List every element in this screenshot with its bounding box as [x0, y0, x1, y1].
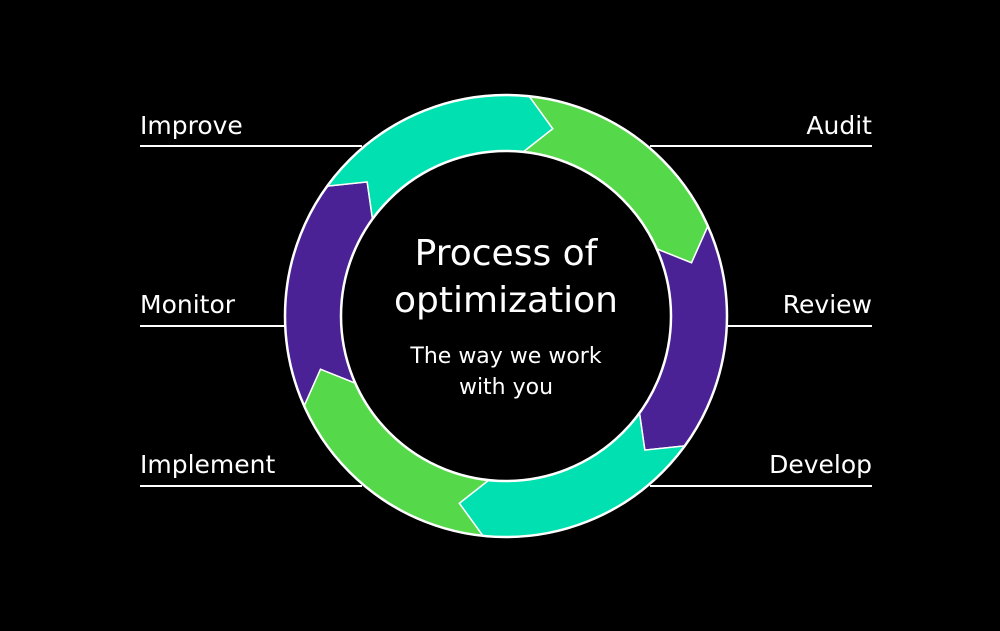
center-title-line2: optimization: [394, 280, 618, 321]
stage-label-implement: Implement: [140, 450, 276, 479]
ring-segments: [284, 94, 728, 538]
center-subtitle-line1: The way we work: [409, 344, 601, 369]
stage-label-develop: Develop: [769, 450, 872, 479]
ring-outer-outline: [283, 93, 729, 539]
stage-label-monitor: Monitor: [140, 290, 236, 319]
center-subtitle-line2: with you: [459, 375, 553, 400]
stage-label-audit: Audit: [806, 111, 872, 140]
stage-label-review: Review: [783, 290, 872, 319]
stage-label-improve: Improve: [140, 111, 243, 140]
ring-inner-outline: [339, 149, 673, 483]
center-title-line1: Process of: [415, 233, 599, 274]
leader-lines: [140, 145, 872, 487]
